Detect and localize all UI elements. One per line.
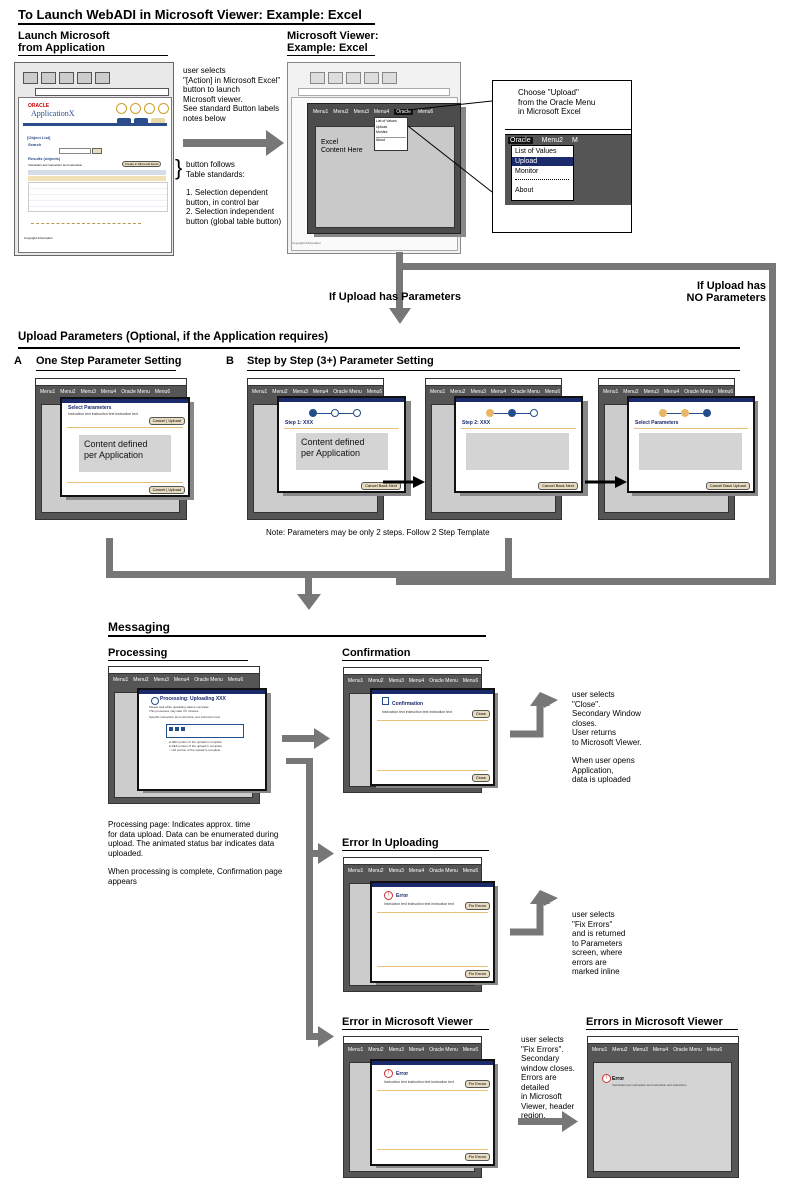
- two-step-note: Note: Parameters may be only 2 steps. Fo…: [266, 528, 490, 537]
- oracle-menu-dropdown: List of Values Upload Monitor About: [511, 145, 574, 201]
- messaging-heading: Messaging: [108, 620, 171, 634]
- close-button[interactable]: Close: [471, 710, 490, 718]
- error-title: Error: [612, 1076, 625, 1082]
- error-title: Error: [396, 1071, 409, 1077]
- launch-heading-line1: Launch Microsoft: [18, 30, 110, 42]
- step3-buttons[interactable]: Cancel Back Upload: [705, 482, 750, 490]
- viewer-rule: [287, 55, 375, 56]
- error-exit-arrow: [510, 890, 558, 936]
- menu-item-upload[interactable]: Upload: [515, 158, 538, 165]
- error-uploading-heading: Error In Uploading: [342, 837, 439, 849]
- section-b-letter: B: [226, 355, 234, 367]
- error-title: Error: [396, 893, 409, 899]
- launch-heading: Launch Microsoft from Application: [18, 30, 110, 54]
- object-list-link[interactable]: [Object List]: [27, 135, 51, 140]
- section-b-title: Step by Step (3+) Parameter Setting: [247, 355, 434, 367]
- fix-errors-button-bottom[interactable]: Fix Errors: [464, 970, 490, 978]
- search-input[interactable]: [59, 148, 91, 154]
- menu-item-list-of-values[interactable]: List of Values: [515, 148, 557, 155]
- arrow-to-viewer: [183, 139, 269, 147]
- go-button[interactable]: [92, 148, 102, 154]
- create-in-excel-button[interactable]: Create in Microsoft Excel: [122, 161, 162, 167]
- copyright-text: Copyright Information: [24, 236, 53, 240]
- step2-buttons[interactable]: Cancel Back Next: [538, 482, 578, 490]
- error-icon: !: [384, 891, 393, 900]
- errors-viewer-heading: Errors in Microsoft Viewer: [586, 1016, 723, 1028]
- arrow-to-viewer-head: [266, 130, 284, 156]
- step1-title: Step 1: XXX: [285, 420, 314, 426]
- processing-heading: Processing: [108, 647, 168, 659]
- results-instruction: Instruction text instruction text instru…: [28, 163, 83, 167]
- fix-errors-button-bottom[interactable]: Fix Errors: [464, 1153, 490, 1161]
- menu-item-monitor[interactable]: Monitor: [515, 168, 539, 175]
- confirmation-dialog: Confirmation Instruction text instructio…: [370, 688, 495, 786]
- confirmation-heading: Confirmation: [342, 647, 411, 659]
- error-icon: !: [384, 1069, 393, 1078]
- launch-heading-line2: from Application: [18, 42, 105, 54]
- app-name: ApplicationX: [31, 109, 75, 118]
- application-screenshot: ORACLE ApplicationX [Object List] Search…: [14, 62, 174, 256]
- fix-errors-button[interactable]: Fix Errors: [464, 1080, 490, 1088]
- step-arrow-2: [585, 476, 627, 488]
- cancel-upload-button[interactable]: Cancel | Upload: [148, 486, 185, 494]
- results-label: Results (objects): [28, 156, 61, 161]
- viewer-copyright: Copyright Information: [292, 241, 321, 245]
- search-label: Search: [28, 142, 42, 147]
- param-b3-dialog: Select Parameters Cancel Back Upload: [627, 396, 755, 493]
- step-arrow-1: [383, 476, 425, 488]
- section-a-title: One Step Parameter Setting: [36, 355, 182, 367]
- close-button-bottom[interactable]: Close: [471, 774, 490, 782]
- cancel-button[interactable]: Cancel | Upload: [148, 417, 185, 425]
- launch-rule: [18, 55, 168, 56]
- processing-title: Processing: Uploading XXX: [160, 696, 226, 702]
- step1-buttons[interactable]: Cancel Back Next: [361, 482, 401, 490]
- step2-title: Step 2: XXX: [462, 420, 491, 426]
- param-a-dialog: Select Parameters Instruction text instr…: [60, 397, 190, 497]
- if-params-label: If Upload has Parameters: [329, 291, 462, 303]
- page-title: To Launch WebADI in Microsoft Viewer: Ex…: [18, 7, 362, 22]
- error-viewer-heading: Error in Microsoft Viewer: [342, 1016, 473, 1028]
- confirm-exit-arrow: [510, 692, 558, 738]
- title-rule: [18, 23, 375, 25]
- error-uploading-dialog: ! Error Instruction text instruction tex…: [370, 881, 495, 983]
- dialog-title: Select Parameters: [68, 405, 112, 411]
- section-a-letter: A: [14, 355, 22, 367]
- menu-item-about[interactable]: About: [515, 187, 534, 194]
- param-b2-dialog: Step 2: XXX Cancel Back Next: [454, 396, 583, 493]
- error-viewer-dialog: ! Error Instruction text instruction tex…: [370, 1059, 495, 1166]
- confirmation-title: Confirmation: [392, 701, 424, 707]
- viewer-heading: Microsoft Viewer:Example: Excel: [287, 30, 379, 54]
- brace-symbol: }: [175, 155, 183, 180]
- callout-lines: [407, 100, 493, 193]
- step3-title: Select Parameters: [635, 420, 679, 426]
- upload-params-heading: Upload Parameters (Optional, if the Appl…: [18, 331, 329, 343]
- oracle-logo: ORACLE: [28, 103, 50, 109]
- processing-dialog: Processing: Uploading XXX Please wait wh…: [137, 688, 267, 791]
- launch-note: user selects"[Action] in Microsoft Excel…: [183, 66, 281, 123]
- fix-errors-button[interactable]: Fix Errors: [464, 902, 490, 910]
- error-icon: !: [602, 1074, 611, 1083]
